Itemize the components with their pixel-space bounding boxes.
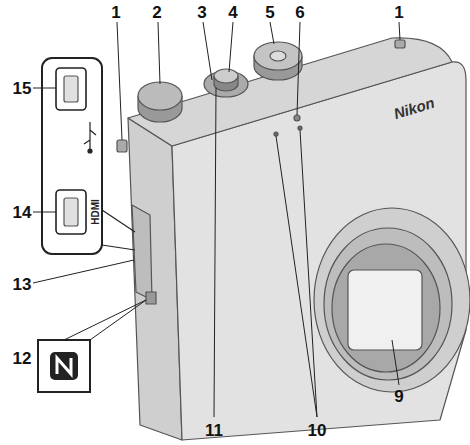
lens [348, 270, 422, 350]
callout-number: 2 [152, 4, 161, 21]
callout-number: 13 [13, 276, 32, 293]
callout-number: 6 [295, 4, 304, 21]
mode-dial [270, 51, 286, 61]
microphone [298, 126, 302, 130]
nfc-spot [146, 292, 156, 304]
callout-number: 5 [265, 4, 274, 21]
inset-frame [42, 58, 102, 254]
usb-port [56, 68, 86, 110]
lens-barrel [324, 228, 452, 380]
shutter-button [214, 69, 238, 83]
leader-lines [33, 22, 400, 417]
callout-number: 4 [228, 4, 237, 21]
strap-eyelet [395, 40, 405, 48]
lamp [294, 115, 300, 121]
nfc-mark [38, 300, 146, 392]
hdmi-port [56, 190, 86, 234]
mode-dial [254, 42, 302, 70]
callout-number: 14 [13, 204, 32, 221]
callout-number: 12 [13, 350, 32, 367]
lens-barrel [314, 208, 470, 392]
usb-symbol [84, 122, 96, 153]
command-dial [138, 82, 182, 110]
callout-number: 11 [205, 422, 223, 439]
inset-pointer [102, 210, 135, 250]
port-cover [132, 205, 152, 300]
callout-number: 9 [394, 388, 403, 405]
camera-top [128, 38, 452, 146]
callout-number: 3 [197, 4, 206, 21]
callout-number: 15 [13, 80, 32, 97]
usb-port [64, 76, 78, 102]
hdmi-port [64, 198, 78, 226]
callout-number: 10 [308, 422, 327, 439]
port-name: HDMI [91, 199, 101, 225]
callout-number: 1 [394, 4, 403, 21]
microphone [274, 132, 278, 136]
callout-number: 1 [111, 4, 120, 21]
strap-eyelet [117, 140, 127, 152]
lens-barrel [332, 244, 440, 372]
